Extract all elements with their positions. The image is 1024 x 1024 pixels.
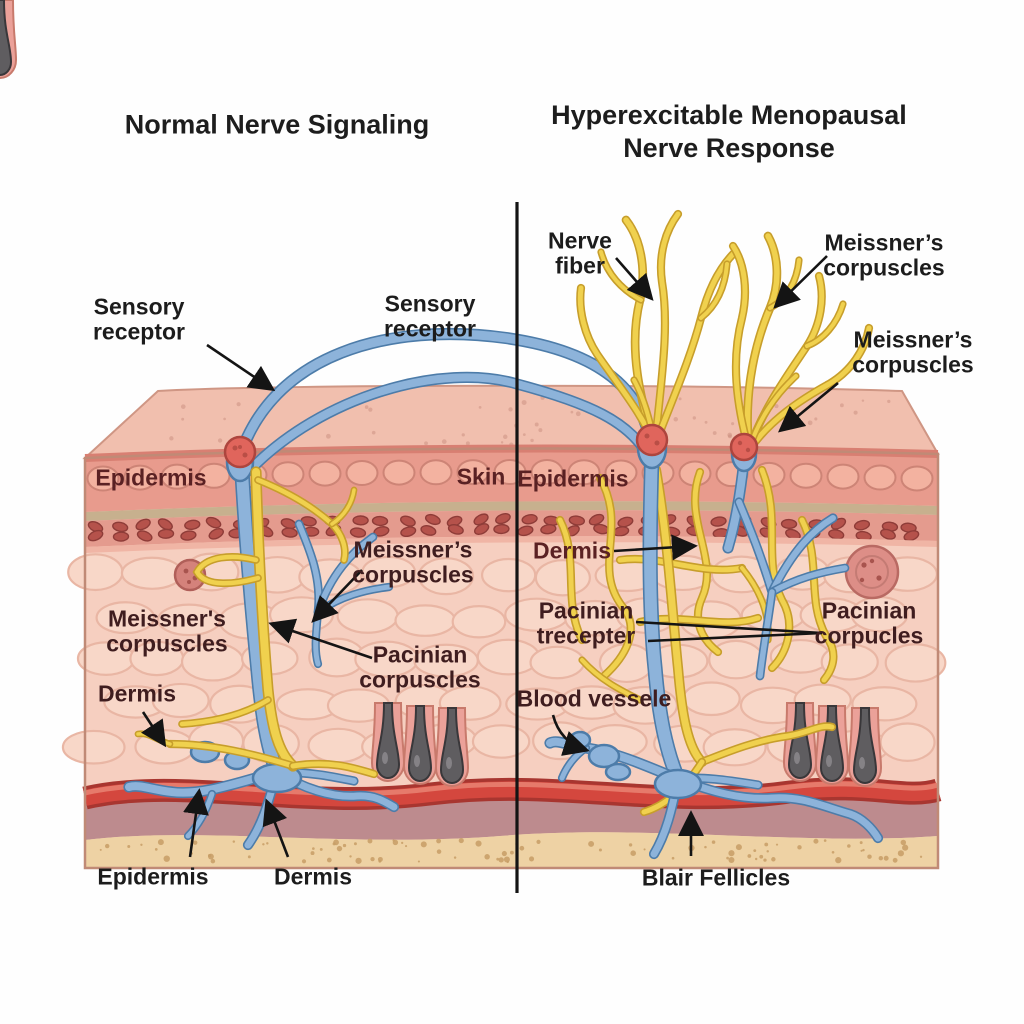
arrow-meissners-mid-right xyxy=(777,381,839,433)
line-pacinian-receptor-1 xyxy=(635,620,823,635)
leader-lines xyxy=(141,255,839,858)
label-epidermis-left: Epidermis xyxy=(95,464,207,491)
label-dermis-bottom: Dermis xyxy=(274,863,352,890)
label-epidermis-bottom: Epidermis xyxy=(97,863,209,890)
title-normal-nerve-signaling: Normal Nerve Signaling xyxy=(124,109,430,140)
arrow-dermis-bottom xyxy=(262,798,290,858)
left-sensory-receptor-bulb xyxy=(223,435,257,469)
title-hyperexcitable-response: Hyperexcitable Menopausal Nerve Response xyxy=(551,100,907,163)
label-blood-vessel: Blood vessele xyxy=(516,685,672,712)
arrow-meissners-mid-left xyxy=(311,569,363,623)
label-meissners-left: Meissner's corpuscles xyxy=(106,605,228,657)
arrow-dermis-right xyxy=(613,534,698,561)
right-yellow-network xyxy=(555,464,838,817)
label-hair-follicles: Blair Fellicles xyxy=(641,864,791,891)
arrow-meissners-top-right xyxy=(773,255,828,309)
label-sensory-receptor-left: Sensory receptor xyxy=(92,293,186,345)
arrow-nerve-fiber xyxy=(615,257,654,301)
basement-strip xyxy=(85,501,938,521)
arrow-epidermis-bottom xyxy=(183,788,209,858)
arrow-dermis-left xyxy=(141,711,167,748)
arrow-sensory-receptor-left xyxy=(206,343,276,392)
arrow-pacinian-left xyxy=(268,618,373,660)
label-meissners-top-right: Meissner’s corpuscles xyxy=(823,229,945,281)
label-sensory-receptor-mid: Sensory receptor xyxy=(383,290,477,342)
label-pacinian-corpuscles-right: Pacinian corpucles xyxy=(814,597,924,649)
subcutis-speckles xyxy=(99,838,923,864)
hair-follicles xyxy=(0,0,882,787)
left-yellow-nerve xyxy=(134,466,379,779)
label-epidermis-right: Epidermis xyxy=(517,465,629,492)
subcutis-layer xyxy=(85,832,938,868)
pacinian-corpuscle-body-right xyxy=(844,544,900,600)
label-pacinian-left: Pacinian corpuscles xyxy=(359,641,481,693)
label-meissners-mid-left: Meissner’s corpuscles xyxy=(352,536,474,588)
line-pacinian-receptor-2 xyxy=(647,631,823,643)
label-skin: Skin xyxy=(456,463,506,490)
right-receptor-bulbs xyxy=(635,423,759,462)
label-meissners-mid-right: Meissner’s corpuscles xyxy=(852,326,974,378)
label-nerve-fiber: Nerve fiber xyxy=(548,227,612,279)
label-pacinian-receptor-right: Pacinian trecepter xyxy=(536,597,636,649)
arrow-blood-vessel xyxy=(551,714,590,756)
label-dermis-left: Dermis xyxy=(98,680,176,707)
label-dermis-right: Dermis xyxy=(533,537,611,564)
